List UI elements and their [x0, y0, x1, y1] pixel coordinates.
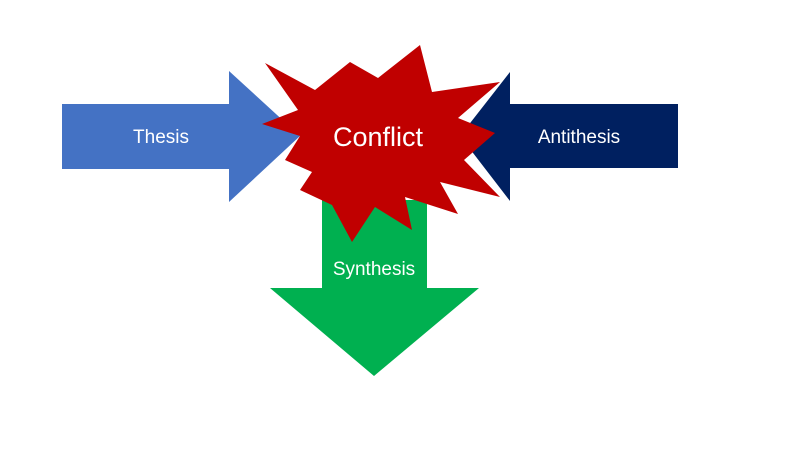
thesis-label: Thesis	[133, 127, 189, 148]
antithesis-arrow	[460, 72, 678, 201]
synthesis-arrow	[270, 200, 479, 376]
conflict-label: Conflict	[333, 122, 424, 152]
synthesis-label: Synthesis	[333, 259, 415, 280]
thesis-arrow	[62, 71, 300, 202]
conflict-starburst	[262, 45, 500, 242]
antithesis-label: Antithesis	[538, 127, 620, 148]
